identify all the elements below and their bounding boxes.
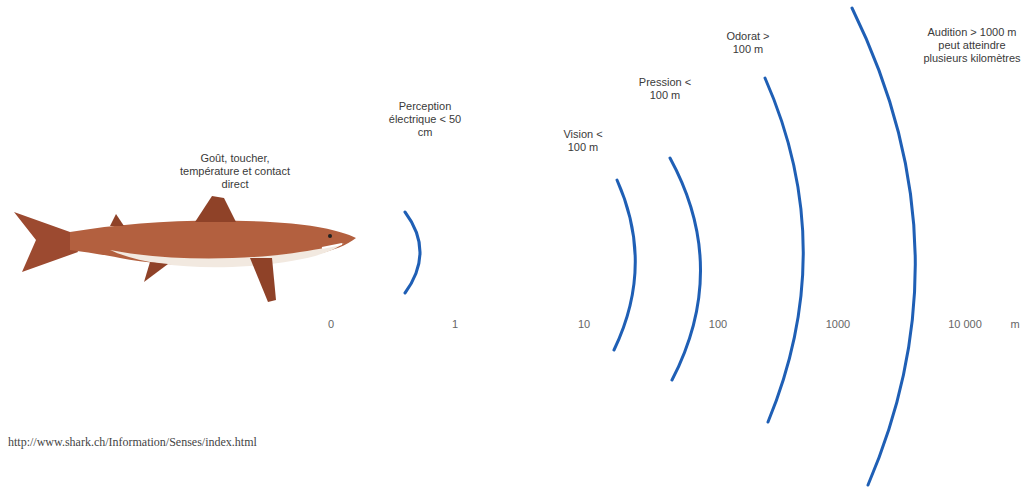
shark-illustration <box>14 196 356 302</box>
smell-range-arc <box>765 78 803 422</box>
shark-tail <box>14 212 78 272</box>
sense-label: Audition > 1000 m peut atteindre plusieu… <box>922 26 1022 65</box>
shark-pectoral-fin <box>250 258 276 302</box>
shark-second-dorsal <box>110 214 124 226</box>
sense-label: Odorat > 100 m <box>718 30 778 56</box>
shark-eye <box>328 234 332 238</box>
axis-tick: 10 000 <box>948 318 982 331</box>
source-url: http://www.shark.ch/Information/Senses/i… <box>8 436 257 449</box>
pressure-range-arc <box>670 158 701 380</box>
axis-tick: 0 <box>328 318 334 331</box>
sense-label: Pression < 100 m <box>633 76 697 102</box>
axis-tick: 1 <box>452 318 458 331</box>
axis-tick: 1000 <box>826 318 850 331</box>
sense-label: Perception électrique < 50 cm <box>380 100 470 139</box>
shark-belly <box>110 243 344 267</box>
hearing-range-arc <box>852 8 915 485</box>
axis-tick: 10 <box>578 318 590 331</box>
axis-tick: 100 <box>709 318 727 331</box>
axis-unit: m <box>1010 318 1019 331</box>
shark-mouth <box>322 244 342 248</box>
sense-label: Vision < 100 m <box>553 128 613 154</box>
shark-dorsal-fin <box>195 196 236 222</box>
shark-pelvic-fin <box>144 262 168 282</box>
electric-range-arc <box>405 212 420 293</box>
vision-range-arc <box>614 180 635 350</box>
sense-label: Goût, toucher, température et contact di… <box>170 152 300 191</box>
